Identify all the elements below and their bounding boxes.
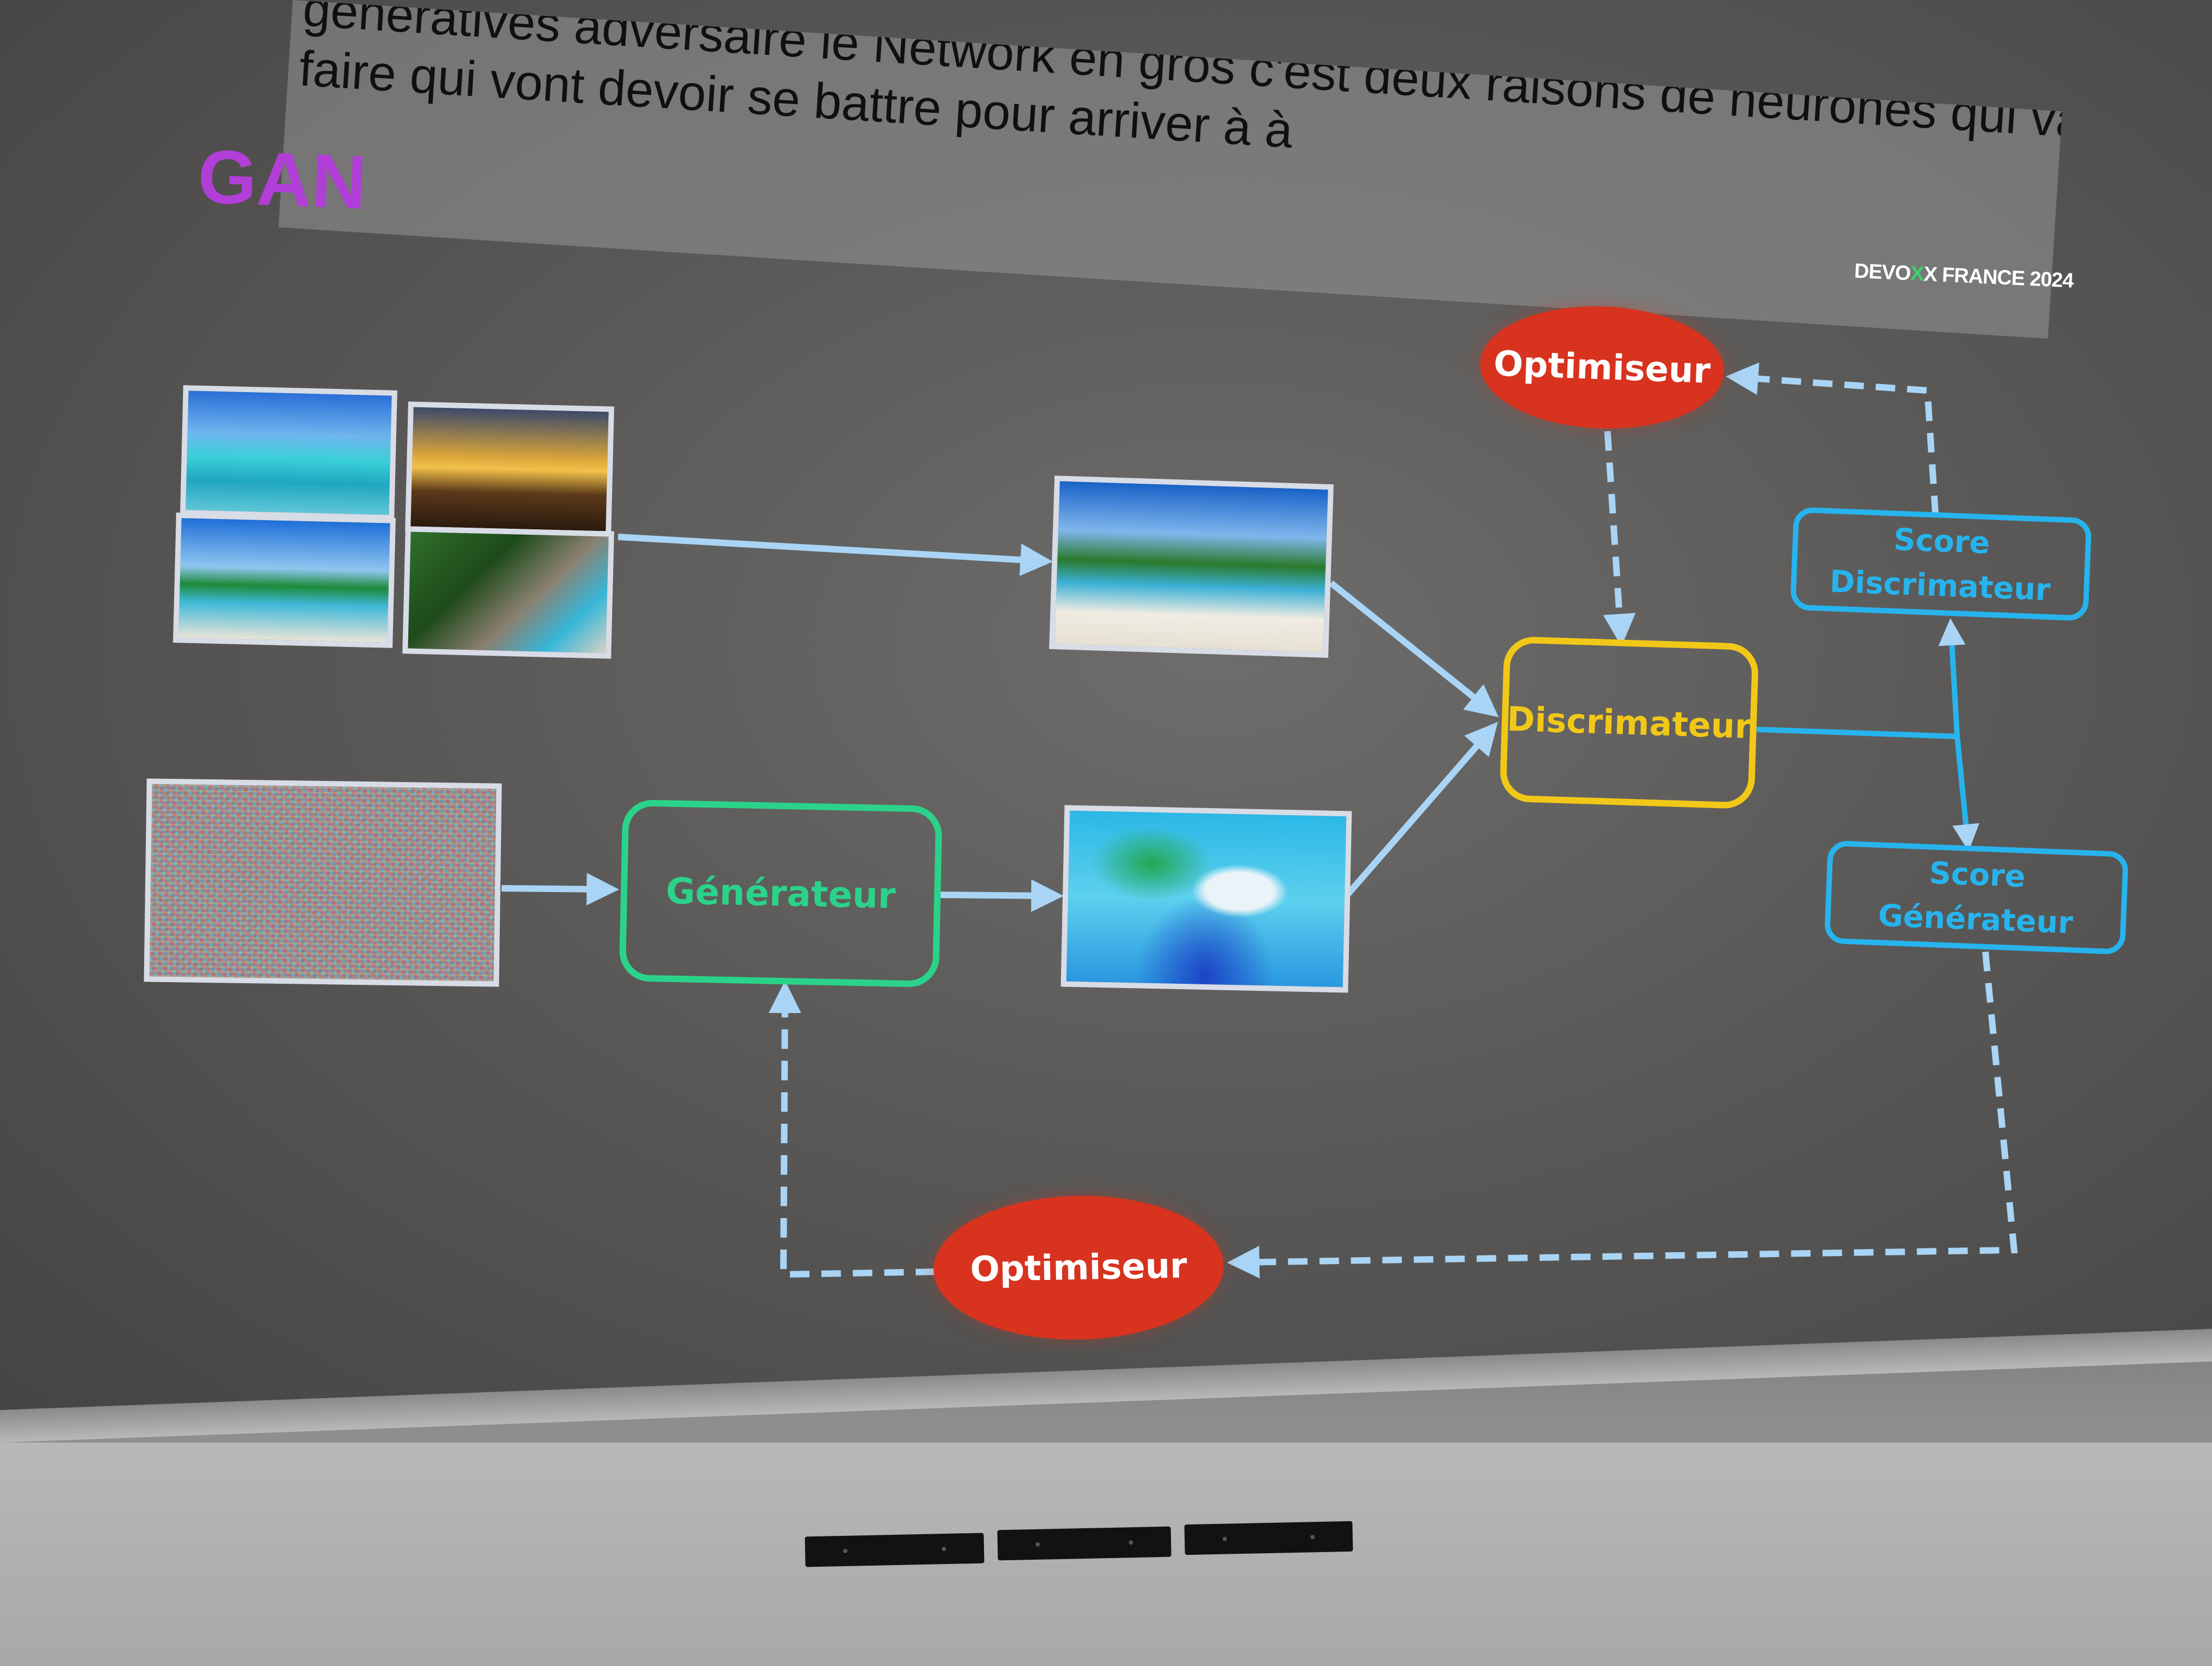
discriminator-label: Discrimateur bbox=[1506, 699, 1752, 747]
dashed-score-gen-to-optimizer bbox=[1227, 951, 2018, 1279]
generator-label: Générateur bbox=[665, 870, 896, 917]
dashed-optimizer-to-generator bbox=[768, 981, 936, 1278]
discriminator-node: Discrimateur bbox=[1499, 636, 1759, 810]
score-discriminator-node: Score Discrimateur bbox=[1790, 507, 2092, 621]
line-discriminator-to-split bbox=[1756, 727, 1958, 739]
dashed-optimizer-to-discriminator bbox=[1603, 431, 1636, 646]
score-gen-label-line1: Score bbox=[1928, 855, 2027, 895]
score-disc-label-line1: Score bbox=[1893, 522, 1991, 561]
selected-real-photo bbox=[1049, 475, 1334, 658]
score-gen-label-line2: Générateur bbox=[1877, 898, 2074, 941]
score-disc-label-line2: Discrimateur bbox=[1829, 564, 2052, 608]
arrow-real-to-discriminator bbox=[1329, 580, 1499, 717]
arrow-generator-to-generated bbox=[940, 879, 1064, 912]
noise-input bbox=[144, 778, 502, 987]
beach-photo bbox=[180, 385, 397, 521]
sunset-photo bbox=[405, 401, 614, 537]
score-generator-node: Score Générateur bbox=[1824, 840, 2129, 955]
arrow-dataset-to-real bbox=[618, 534, 1053, 576]
arrow-noise-to-generator bbox=[501, 873, 619, 906]
optimizer-bottom-label: Optimiseur bbox=[969, 1246, 1188, 1290]
generated-image bbox=[1060, 805, 1352, 993]
wall bbox=[0, 1443, 2212, 1666]
rocks-beach-photo bbox=[402, 526, 614, 659]
beach-palms-photo bbox=[173, 512, 396, 648]
generator-node: Générateur bbox=[619, 799, 943, 988]
optimizer-top-label: Optimiseur bbox=[1493, 343, 1712, 392]
dashed-score-disc-to-optimizer bbox=[1726, 362, 1939, 516]
arrow-split-to-score-gen bbox=[1952, 736, 1979, 851]
arrow-generated-to-discriminator bbox=[1345, 721, 1498, 897]
arrow-split-to-score-disc bbox=[1938, 618, 1966, 737]
